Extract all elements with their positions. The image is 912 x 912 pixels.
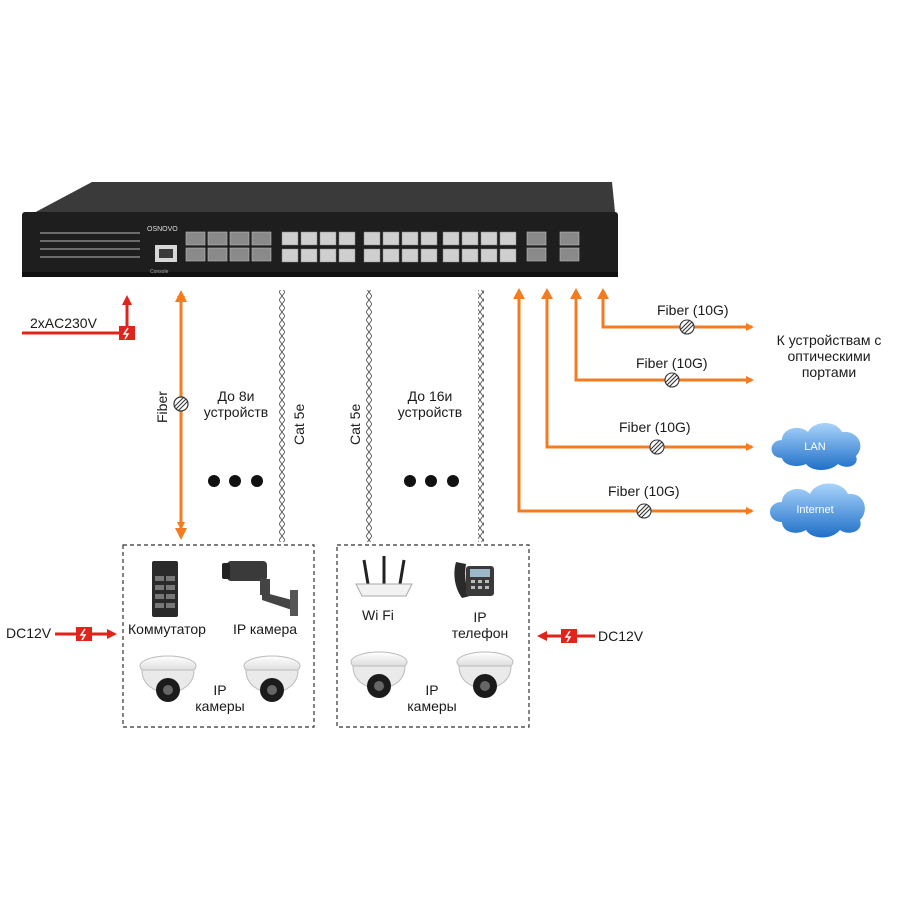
industrial-switch-icon bbox=[152, 561, 178, 617]
dc-power-label-right: DC12V bbox=[598, 628, 644, 644]
rj45-port bbox=[461, 231, 479, 246]
rj45-port bbox=[338, 231, 356, 246]
cat5e-cable-right bbox=[478, 290, 484, 542]
rj45-port bbox=[480, 231, 498, 246]
lan-label: LAN bbox=[804, 441, 826, 453]
rj45-port bbox=[338, 248, 356, 263]
fiber-vertical-label: Fiber bbox=[154, 391, 170, 423]
sfp-ports bbox=[185, 231, 272, 262]
rj45-port bbox=[319, 248, 337, 263]
fiber-10g-label-4: Fiber (10G) bbox=[608, 483, 680, 499]
more-devices-dots-right bbox=[404, 475, 459, 487]
rj45-port bbox=[363, 248, 381, 263]
ac-power-label: 2xAC230V bbox=[30, 315, 97, 331]
switch-device-label: Коммутатор bbox=[128, 621, 206, 637]
dc-power-left bbox=[55, 627, 117, 641]
rj45-port bbox=[300, 231, 318, 246]
ac-power-line bbox=[22, 295, 135, 340]
network-switch bbox=[22, 182, 618, 277]
rj45-port bbox=[442, 231, 460, 246]
optical-line2: оптическими bbox=[787, 348, 871, 364]
right-count-line1: До 16и bbox=[407, 388, 453, 404]
rj45-ports bbox=[281, 231, 517, 263]
rj45-port bbox=[300, 248, 318, 263]
optical-line3: портами bbox=[801, 364, 857, 380]
right-count-line2: устройств bbox=[397, 404, 463, 420]
ip-camera-label: IP камера bbox=[233, 621, 298, 637]
rj45-port bbox=[461, 248, 479, 263]
rj45-port bbox=[401, 231, 419, 246]
dome-camera-icon bbox=[350, 651, 408, 698]
phone-line2: телефон bbox=[451, 625, 509, 641]
dc-power-label-left: DC12V bbox=[6, 625, 52, 641]
left-count-line1: До 8и bbox=[217, 388, 255, 404]
dc-power-right bbox=[537, 629, 595, 643]
fiber-10g-label-3: Fiber (10G) bbox=[619, 419, 691, 435]
led-panel bbox=[40, 232, 140, 258]
wifi-router-icon bbox=[355, 556, 413, 597]
fiber-10g-label-1: Fiber (10G) bbox=[657, 302, 729, 318]
rj45-port bbox=[319, 231, 337, 246]
more-devices-dots-left bbox=[208, 475, 263, 487]
dome-camera-icon bbox=[243, 655, 301, 702]
optical-line1: К устройствам с bbox=[776, 332, 882, 348]
fiber-vertical-link bbox=[173, 296, 189, 530]
dome-camera-icon bbox=[456, 651, 514, 698]
console-label: Console bbox=[150, 269, 169, 275]
rj45-port bbox=[480, 248, 498, 263]
left-count-line2: устройств bbox=[203, 404, 269, 420]
cat5e-label-left: Cat 5e bbox=[291, 403, 307, 445]
cat5e-label-right: Cat 5e bbox=[347, 403, 363, 445]
rj45-port bbox=[442, 248, 460, 263]
rj45-port bbox=[382, 248, 400, 263]
switch-brand: OSNOVO bbox=[147, 226, 178, 233]
internet-cloud-icon bbox=[770, 483, 865, 538]
left-group-count: До 8и устройств bbox=[196, 388, 276, 420]
rj45-port bbox=[420, 248, 438, 263]
rj45-port bbox=[382, 231, 400, 246]
internet-label: Internet bbox=[796, 504, 834, 516]
fiber-connector-icons bbox=[636, 319, 695, 519]
left-dome-line1: IP bbox=[213, 682, 227, 698]
lan-cloud-icon bbox=[771, 423, 861, 470]
rj45-port bbox=[420, 231, 438, 246]
optical-destination-label: К устройствам с оптическими портами bbox=[764, 332, 894, 380]
fiber-10g-links bbox=[517, 295, 754, 515]
right-group-count: До 16и устройств bbox=[390, 388, 470, 420]
rj45-port bbox=[281, 231, 299, 246]
right-dome-label: IP камеры bbox=[402, 682, 462, 714]
ip-phone-label: IP телефон bbox=[440, 609, 520, 641]
rj45-port bbox=[401, 248, 419, 263]
right-dome-line2: камеры bbox=[407, 698, 457, 714]
phone-line1: IP bbox=[473, 609, 487, 625]
dome-camera-icon bbox=[139, 655, 197, 702]
bullet-ip-camera-icon bbox=[222, 561, 298, 616]
rj45-port bbox=[499, 248, 517, 263]
fiber-10g-label-2: Fiber (10G) bbox=[636, 355, 708, 371]
cat5e-cable-middle bbox=[366, 290, 372, 542]
device-group-right bbox=[336, 544, 530, 728]
rj45-port bbox=[363, 231, 381, 246]
device-group-left bbox=[122, 544, 315, 728]
cat5e-cable-left bbox=[279, 290, 285, 542]
right-dome-line1: IP bbox=[425, 682, 439, 698]
ip-phone-icon bbox=[454, 562, 494, 598]
wifi-label: Wi Fi bbox=[362, 607, 394, 623]
rj45-port bbox=[499, 231, 517, 246]
left-dome-label: IP камеры bbox=[190, 682, 250, 714]
sfp-plus-ports bbox=[526, 231, 580, 262]
rj45-port bbox=[281, 248, 299, 263]
left-dome-line2: камеры bbox=[195, 698, 245, 714]
